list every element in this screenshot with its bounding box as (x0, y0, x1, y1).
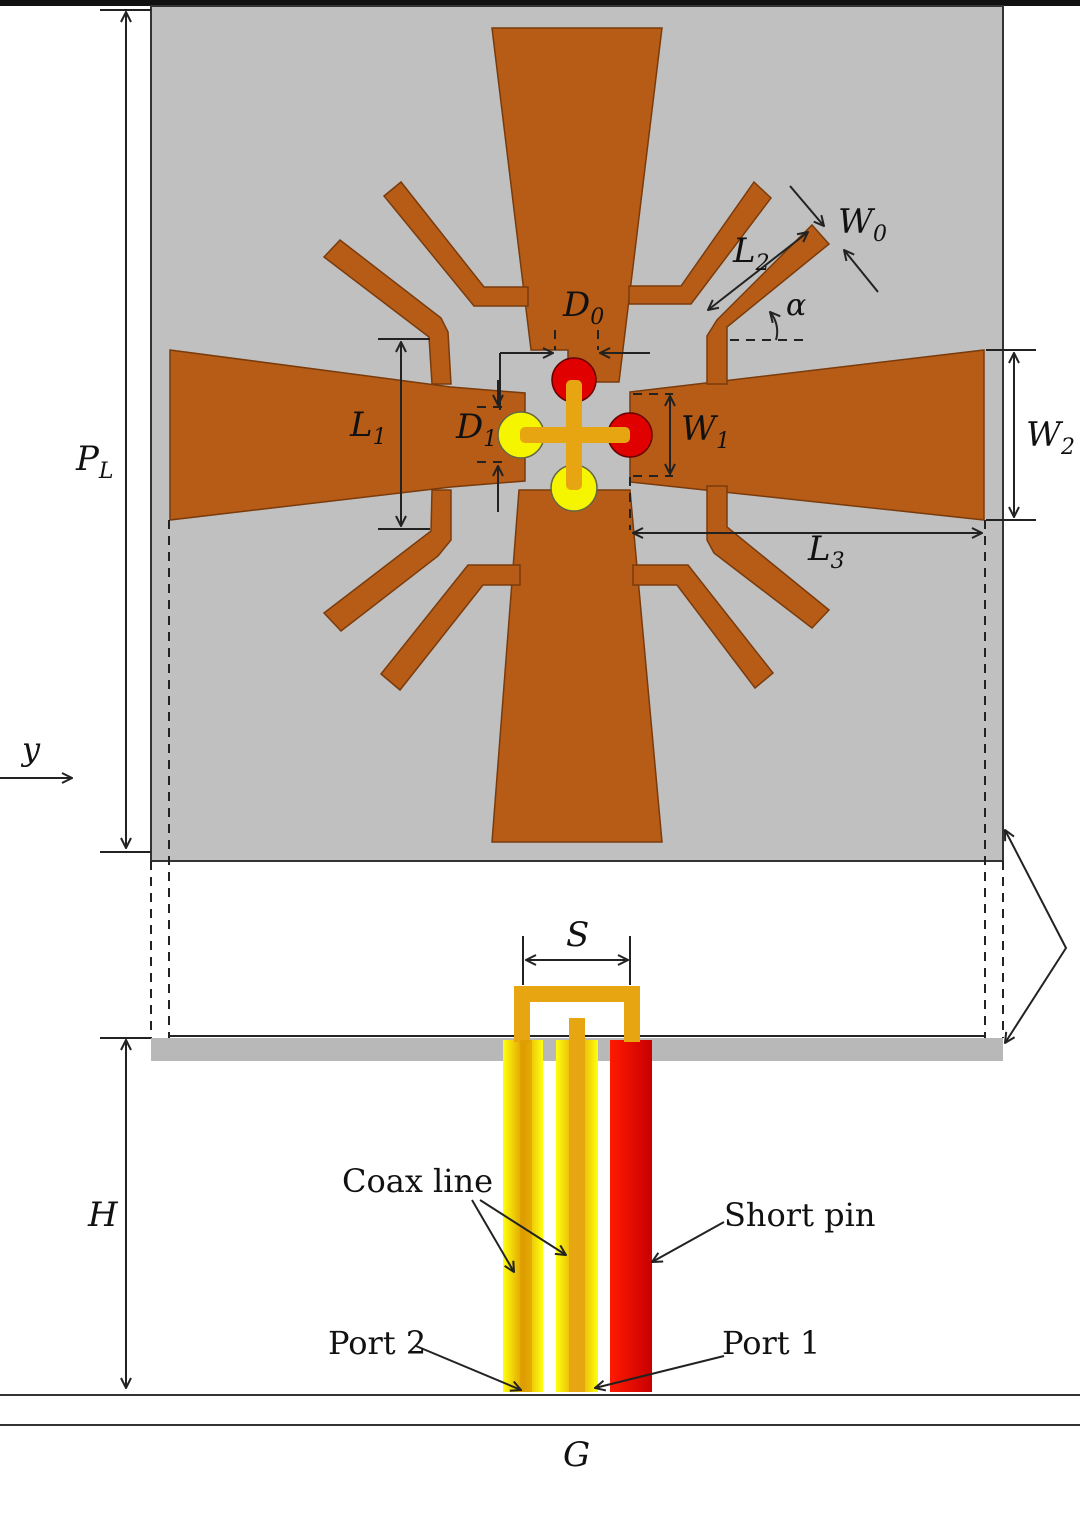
stub-top-left-outer (322, 238, 452, 385)
coax-left-core (520, 1040, 532, 1392)
side-view-pins (503, 986, 652, 1392)
labels: PL W0 L2 D0 α L1 D1 W1 W2 L3 y S H G Coa… (20, 202, 1075, 1475)
label-port-1: Port 1 (722, 1324, 820, 1362)
bridge-right-leg (624, 986, 640, 1042)
label-L3: L3 (807, 529, 845, 574)
bridge-left-leg (514, 986, 530, 1042)
stub-top-left-inner (382, 180, 529, 307)
label-short-pin: Short pin (724, 1196, 875, 1234)
label-y: y (20, 730, 41, 768)
cross-strip-horizontal (520, 427, 630, 443)
label-W1: W1 (681, 409, 730, 454)
center-conductor (569, 1018, 585, 1392)
label-PL: PL (75, 439, 114, 484)
label-G: G (563, 1435, 590, 1475)
label-port-2: Port 2 (328, 1324, 426, 1362)
short-pin (610, 1040, 652, 1392)
top-border (0, 0, 1080, 6)
label-S: S (566, 915, 589, 955)
label-L1: L1 (349, 405, 387, 450)
stub-bottom-right-inner (632, 564, 775, 690)
feed-pins-top-view (497, 357, 653, 512)
dimension-arrows (0, 9, 1068, 1390)
label-D0: D0 (562, 285, 604, 330)
label-H: H (87, 1195, 119, 1235)
stub-bottom-left-inner (379, 564, 521, 692)
stub-top-right-inner (628, 180, 773, 305)
bridge-strip (514, 986, 640, 1002)
label-alpha: α (786, 288, 806, 323)
label-W2: W2 (1026, 415, 1075, 460)
label-D1: D1 (455, 407, 497, 452)
stub-bottom-right-outer (706, 485, 831, 630)
label-W0: W0 (838, 202, 887, 247)
stub-bottom-left-outer (322, 489, 452, 633)
label-coax-line: Coax line (342, 1162, 493, 1200)
label-L2: L2 (732, 231, 770, 276)
